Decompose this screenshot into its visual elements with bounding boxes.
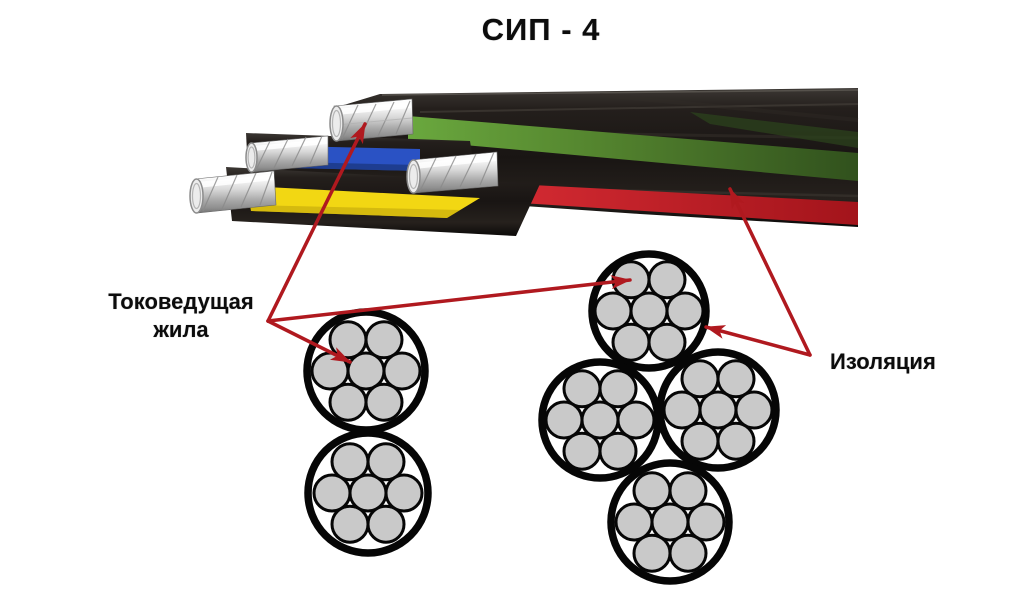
annotation-arrows [266, 122, 812, 364]
cross-section-right-bottom [607, 459, 733, 585]
cross-section-right-right [656, 348, 780, 472]
strand [716, 359, 756, 399]
cross-section-left-bottom [304, 429, 432, 557]
strand [665, 291, 705, 331]
conductor-label-line1: Токоведущая [108, 289, 254, 314]
page-title: СИП - 4 [481, 12, 601, 47]
strand [544, 400, 584, 440]
cable-photo [189, 88, 859, 236]
arrow-insulation-to-cable [728, 187, 812, 357]
strand [668, 471, 708, 511]
strand [598, 369, 638, 409]
strand [366, 442, 406, 482]
strand [614, 502, 654, 542]
aluminum-conductor-top [329, 98, 414, 142]
insulation-streak [599, 93, 859, 122]
strand [668, 533, 708, 573]
strand [734, 390, 774, 430]
strand [312, 473, 352, 513]
strand [364, 382, 404, 422]
arrow-conductor-to-left-strand [266, 319, 352, 364]
insulation-highlight [381, 89, 859, 96]
arrow-conductor-to-right-strand [266, 275, 632, 323]
insulation-streak [419, 103, 859, 113]
aluminum-conductor-third [189, 170, 277, 214]
strand [662, 390, 702, 430]
cross-section-right-left [538, 358, 662, 482]
strand [366, 504, 406, 544]
arrow-insulation-to-ring [704, 325, 812, 357]
strand [647, 260, 687, 300]
strand [616, 400, 656, 440]
strand [680, 421, 720, 461]
strand [647, 322, 687, 362]
conductor-label-line2: жила [153, 317, 209, 342]
cross-section-left-top [303, 308, 429, 434]
conductor-label: Токоведущая жила [81, 288, 281, 344]
strand [364, 320, 404, 360]
strand [384, 473, 424, 513]
strand [611, 322, 651, 362]
arrow-conductor-to-cable [266, 122, 367, 323]
strand [716, 421, 756, 461]
cross-section-right-top [588, 250, 710, 372]
strand [632, 533, 672, 573]
green-stripe [408, 116, 858, 181]
strand [330, 504, 370, 544]
strand [382, 351, 422, 391]
insulation-label: Изоляция [830, 349, 936, 374]
strand [598, 431, 638, 471]
dark-green-streak [690, 112, 858, 148]
yellow-stripe-shade [251, 205, 460, 218]
strand [328, 382, 368, 422]
aluminum-conductor-second [245, 135, 329, 173]
strand [686, 502, 726, 542]
strand [593, 291, 633, 331]
cross-sections [303, 250, 780, 585]
strand [562, 431, 602, 471]
aluminum-conductor-fourth [406, 151, 499, 194]
